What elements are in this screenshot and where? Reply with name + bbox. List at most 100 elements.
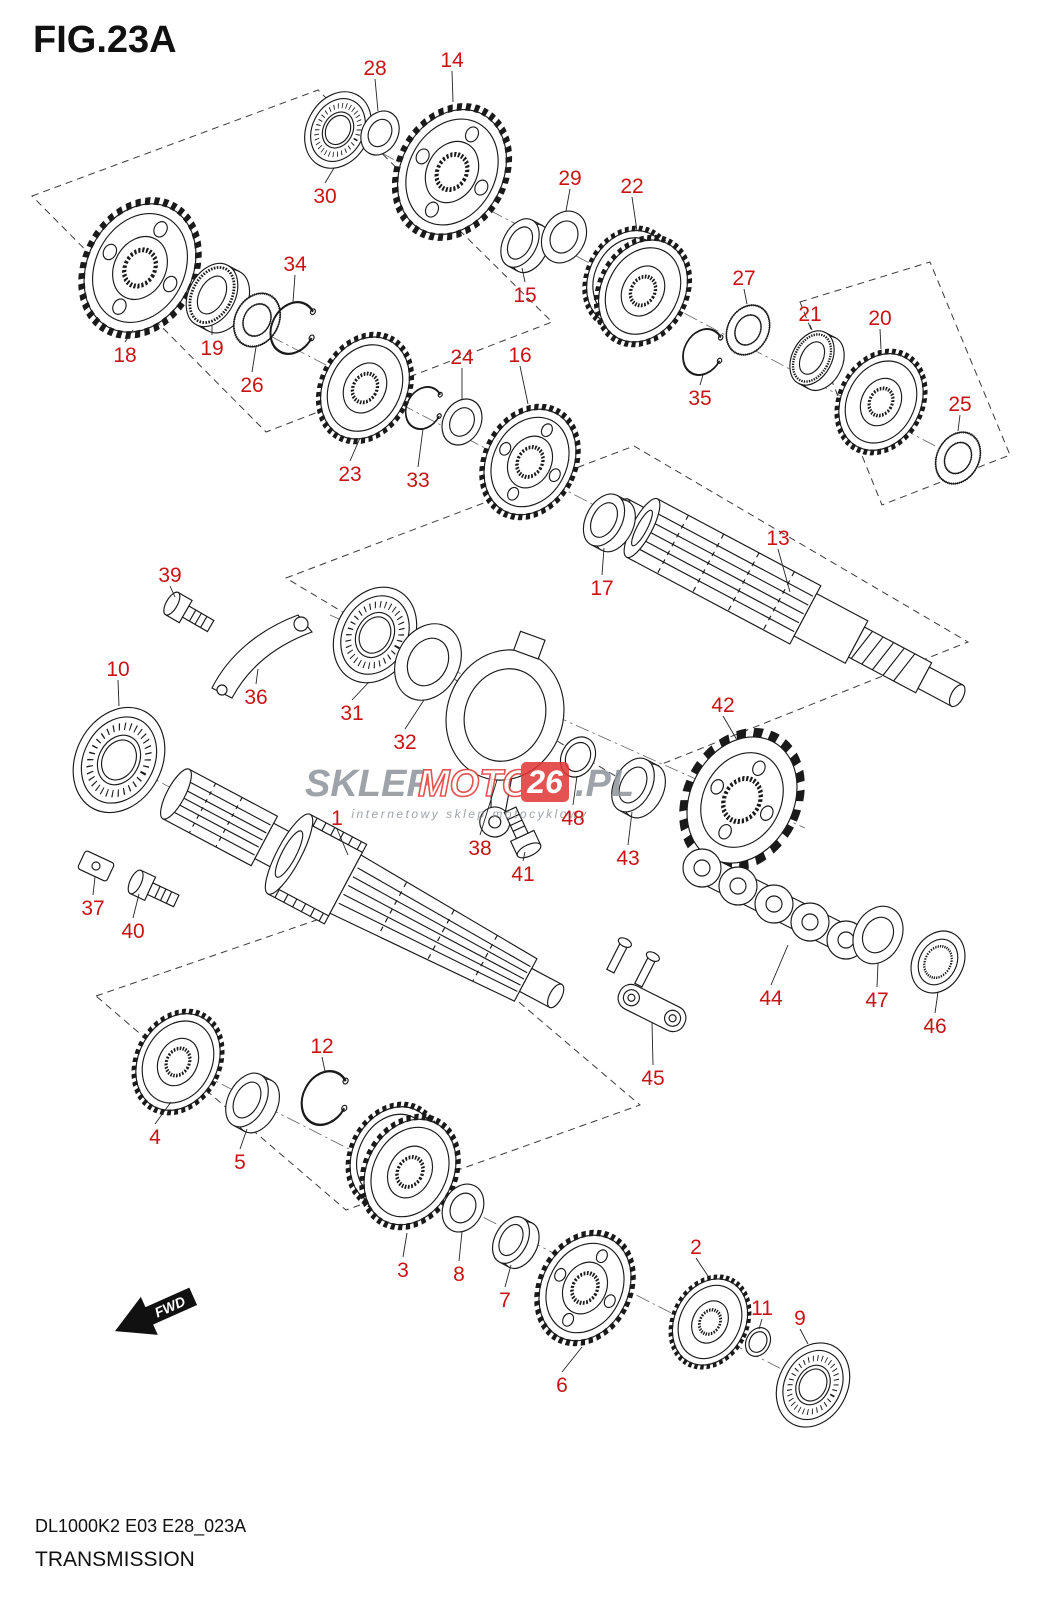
part-label-9: 9	[794, 1307, 806, 1330]
part-label-23: 23	[338, 463, 361, 486]
part-label-29: 29	[558, 167, 581, 190]
part-leader-4	[154, 1101, 172, 1125]
part-leader-48	[572, 775, 578, 806]
part-27-lockwasher	[716, 296, 780, 364]
part-leader-25	[957, 414, 961, 432]
part-leader-35	[699, 374, 704, 386]
part-leader-34	[292, 274, 296, 303]
part-leader-22	[631, 196, 638, 232]
part-7-bushing	[484, 1210, 547, 1275]
part-24-washer	[434, 391, 490, 453]
part-label-5: 5	[234, 1151, 246, 1174]
part-leader-46	[934, 991, 939, 1014]
part-label-12: 12	[310, 1035, 333, 1058]
part-leader-1	[336, 828, 349, 856]
part-leader-40	[132, 893, 140, 919]
part-label-44: 44	[759, 987, 783, 1010]
part-4-gear	[117, 996, 239, 1128]
part-leader-18	[124, 329, 134, 343]
watermark-26: 26	[526, 764, 563, 800]
figure-title: FIG.23A	[33, 19, 177, 61]
part-leader-2	[695, 1257, 709, 1277]
part-label-28: 28	[363, 57, 386, 80]
watermark-26-box	[521, 762, 569, 802]
part-label-37: 37	[81, 897, 104, 920]
part-label-27: 27	[732, 267, 755, 290]
part-leader-42	[722, 715, 738, 741]
part-44-chain	[683, 849, 865, 959]
part-leader-23	[349, 437, 361, 462]
part-label-47: 47	[865, 989, 888, 1012]
part-label-18: 18	[113, 344, 136, 367]
part-leader-45	[651, 1021, 654, 1066]
part-leader-44	[770, 944, 789, 986]
part-16-gear	[463, 390, 596, 534]
watermark-pl: .PL	[575, 763, 634, 805]
part-47-washer	[843, 897, 913, 973]
part-label-35: 35	[688, 387, 711, 410]
part-label-31: 31	[340, 702, 363, 725]
watermark-moto: MOTO	[418, 763, 531, 805]
part-18-gear	[59, 180, 221, 355]
part-label-2: 2	[690, 1236, 702, 1259]
part-label-30: 30	[313, 185, 336, 208]
part-label-48: 48	[561, 807, 584, 830]
part-label-15: 15	[513, 284, 536, 307]
part-leader-17	[601, 547, 605, 576]
part-2-gear	[656, 1263, 765, 1381]
part-21-spacer	[779, 322, 855, 400]
part-36-bracket	[212, 615, 312, 698]
part-leader-5	[239, 1128, 248, 1150]
part-leader-20	[879, 328, 882, 350]
part-45-chain-joint	[604, 936, 690, 1036]
model-code: DL1000K2 E03 E28_023A	[35, 1516, 246, 1537]
part-label-7: 7	[499, 1289, 511, 1312]
part-leader-38	[479, 779, 498, 836]
part-label-36: 36	[244, 686, 267, 709]
part-leader-12	[321, 1056, 326, 1072]
part-leader-32	[404, 699, 425, 730]
part-leader-21	[809, 324, 813, 331]
part-label-40: 40	[121, 920, 144, 943]
part-39-bolt	[160, 589, 218, 638]
part-label-6: 6	[556, 1374, 568, 1397]
part-label-26: 26	[240, 374, 263, 397]
part-leader-11	[758, 1318, 763, 1330]
watermark-sklep: SKLEP	[305, 763, 432, 805]
part-label-39: 39	[158, 564, 181, 587]
part-leader-3	[402, 1232, 408, 1258]
part-label-41: 41	[511, 863, 534, 886]
part-label-13: 13	[766, 527, 789, 550]
part-label-21: 21	[798, 303, 821, 326]
part-leader-7	[504, 1264, 512, 1288]
group-box-lower-left	[96, 894, 640, 1210]
part-13-countershaft	[597, 483, 978, 727]
part-label-11: 11	[751, 1297, 773, 1320]
part-leader-14	[451, 70, 454, 103]
part-leader-33	[417, 428, 424, 468]
part-38-shift-fork	[410, 616, 588, 846]
part-label-38: 38	[468, 837, 491, 860]
part-leader-6	[561, 1346, 583, 1373]
part-leader-27	[743, 288, 748, 305]
part-23-hub-gear	[301, 318, 430, 457]
part-12-circlip	[291, 1061, 361, 1136]
part-5-bushing	[216, 1065, 289, 1141]
part-40-bolt	[124, 867, 183, 913]
part-leader-26	[251, 346, 257, 373]
watermark: SKLEP MOTO 26 .PL internetowy sklep moto…	[305, 762, 634, 821]
part-label-45: 45	[641, 1067, 664, 1090]
part-leader-28	[374, 78, 379, 112]
part-label-32: 32	[393, 731, 416, 754]
part-label-3: 3	[397, 1259, 409, 1282]
fwd-arrow: FWD	[115, 1287, 198, 1335]
part-9-bearing	[762, 1330, 864, 1440]
part-leader-8	[458, 1231, 463, 1262]
part-label-19: 19	[200, 337, 223, 360]
part-label-22: 22	[620, 175, 643, 198]
part-label-24: 24	[450, 346, 474, 369]
part-label-25: 25	[948, 393, 971, 416]
part-label-4: 4	[149, 1126, 161, 1149]
